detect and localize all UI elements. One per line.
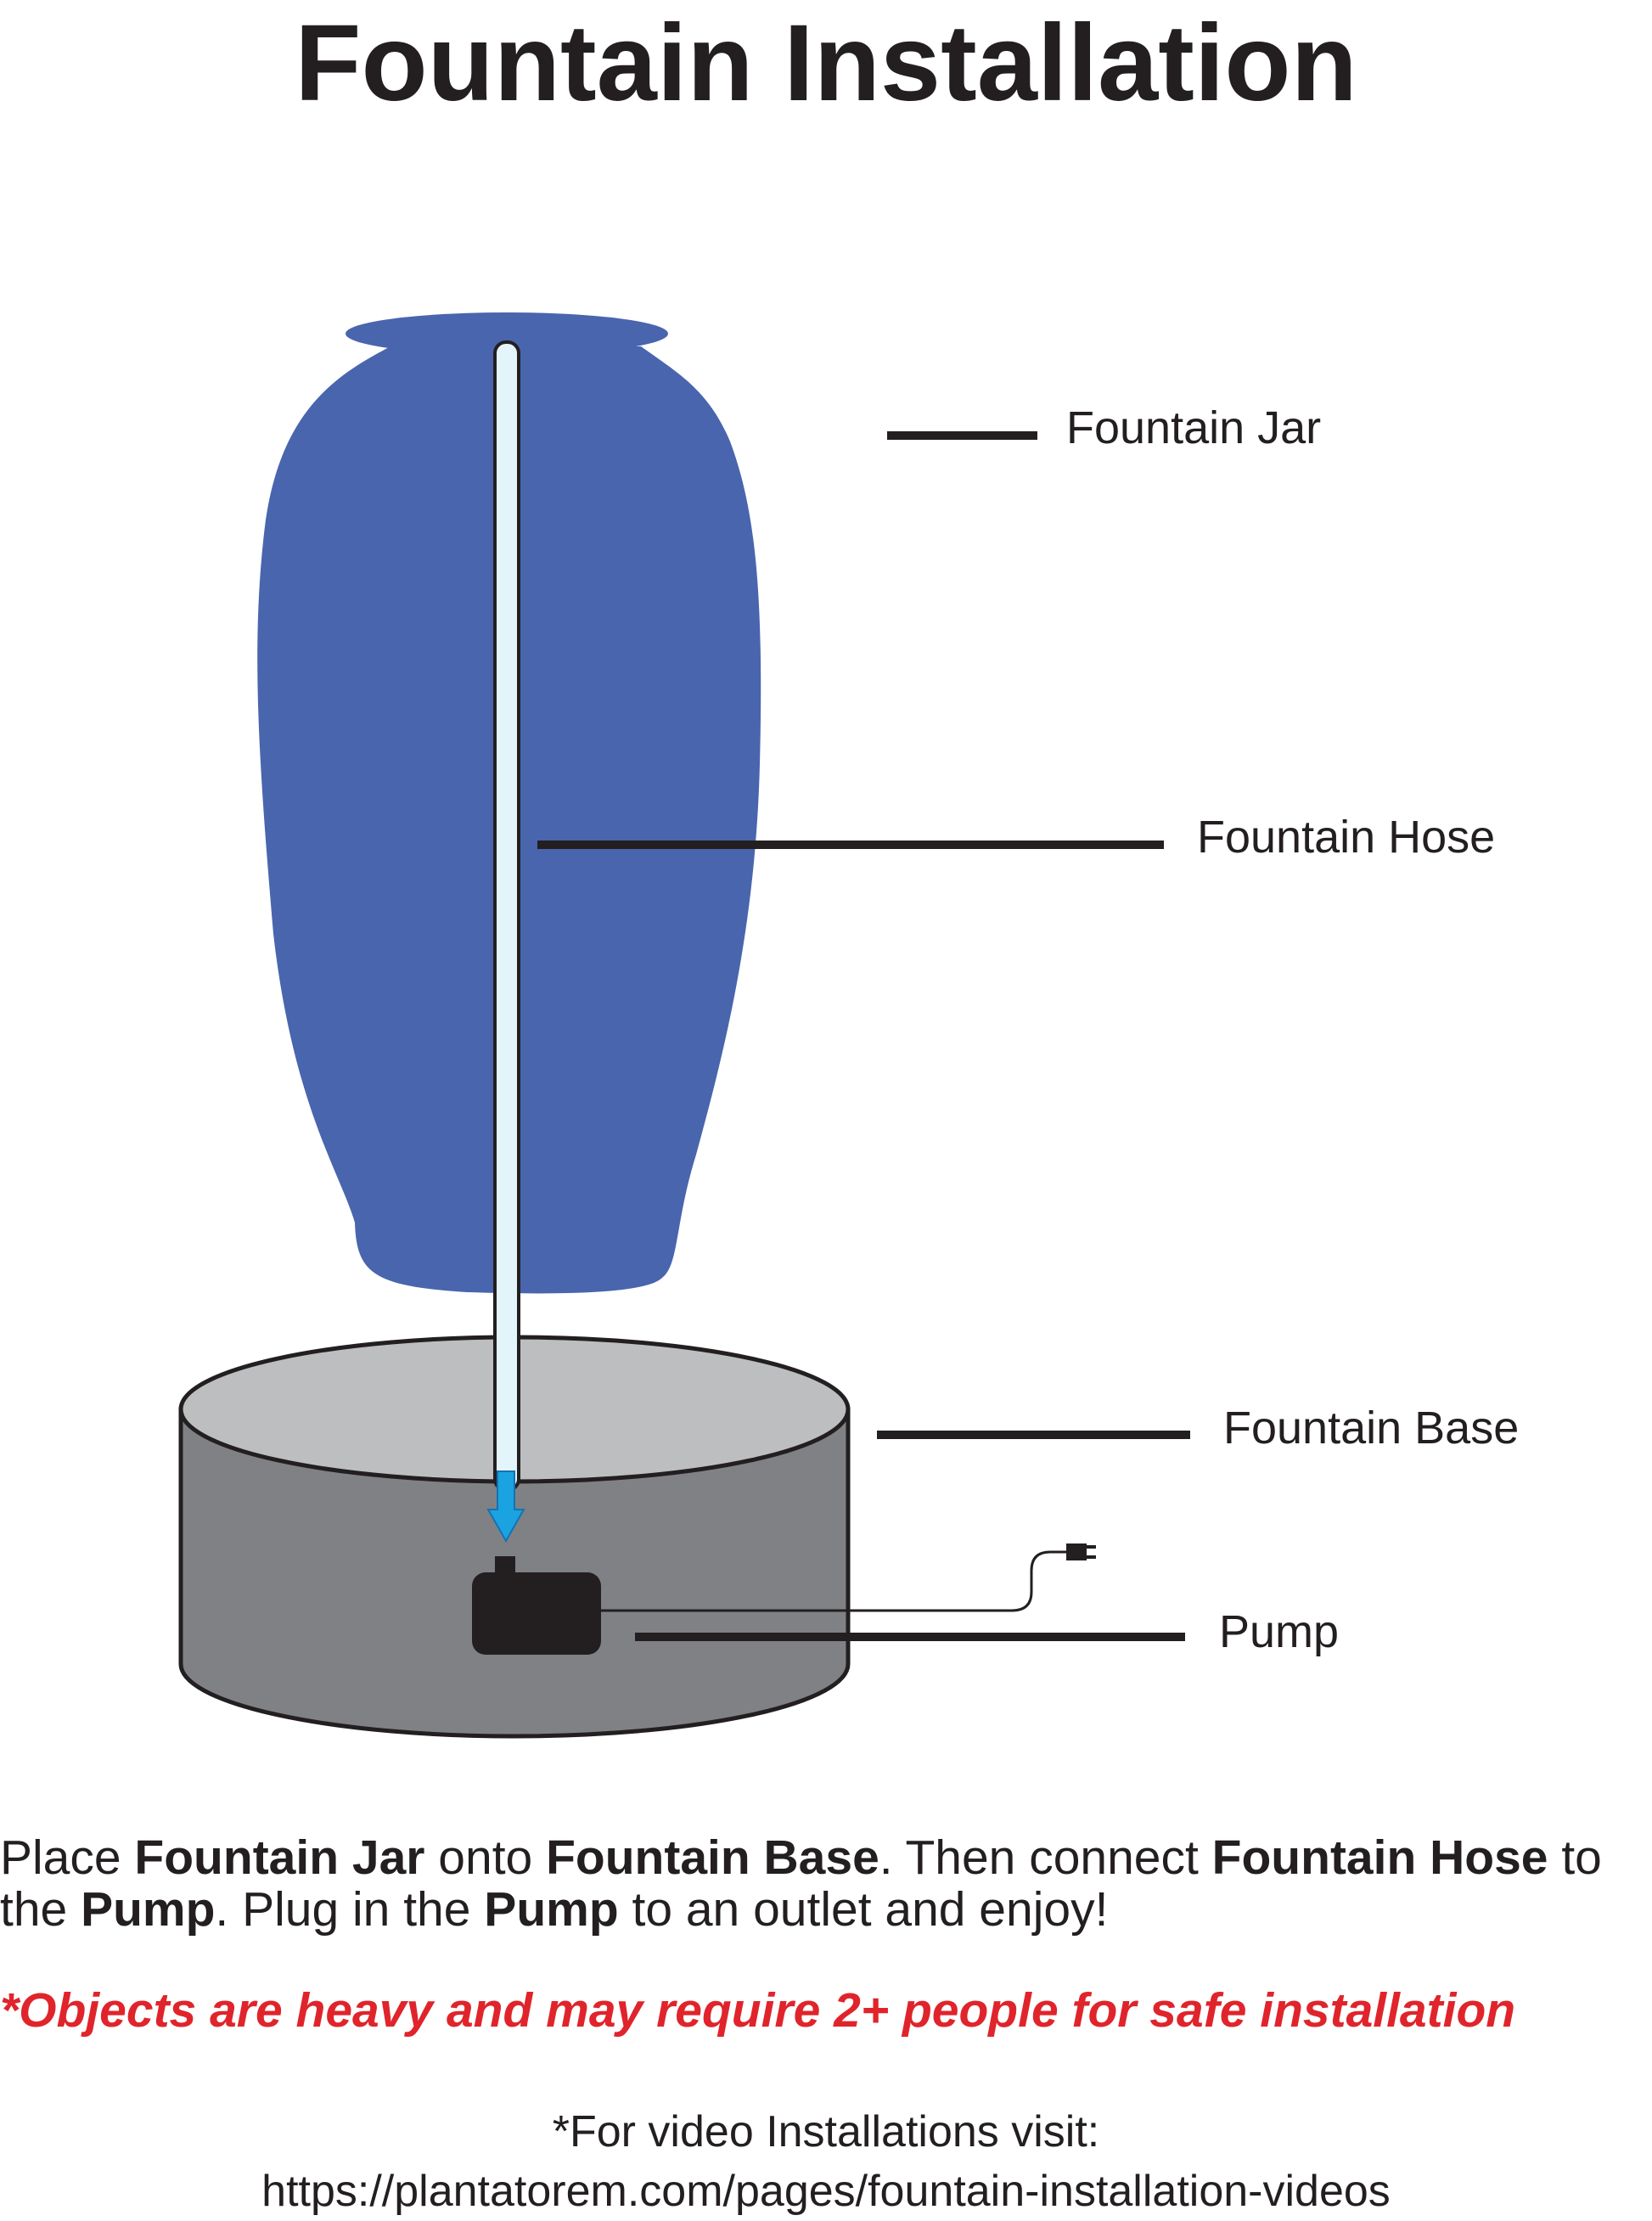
pump-body — [472, 1572, 601, 1655]
power-cord — [601, 1550, 1070, 1612]
instructions-segment: to an outlet and enjoy! — [618, 1882, 1109, 1937]
instructions-segment: onto — [424, 1830, 547, 1885]
flow-arrow-icon — [486, 1470, 525, 1543]
jar-rim — [346, 312, 668, 355]
instructions-bold-base: Fountain Base — [546, 1830, 879, 1885]
hose-tube — [493, 340, 520, 1492]
instructions-segment: . Plug in the — [215, 1882, 485, 1937]
video-url-link[interactable]: https://plantatorem.com/pages/fountain-i… — [261, 2167, 1391, 2216]
instructions-segment: to the — [0, 1830, 1602, 1937]
page-title: Fountain Installation — [295, 3, 1357, 124]
safety-warning: *Objects are heavy and may require 2+ pe… — [0, 1983, 1516, 2038]
pump — [472, 1543, 1096, 1655]
label-fountain-jar: Fountain Jar — [1066, 402, 1321, 453]
fountain-hose — [493, 340, 520, 1492]
instructions-bold-jar: Fountain Jar — [134, 1830, 425, 1885]
instructions-bold-pump: Pump — [484, 1882, 619, 1937]
instructions-bold-hose: Fountain Hose — [1211, 1830, 1548, 1885]
label-pump: Pump — [1219, 1606, 1339, 1657]
label-fountain-base: Fountain Base — [1223, 1403, 1519, 1453]
power-plug-icon — [1066, 1543, 1096, 1560]
instructions-segment: . Then connect — [879, 1830, 1212, 1885]
video-info-heading: *For video Installations visit: — [552, 2107, 1100, 2156]
video-info: *For video Installations visit: https://… — [0, 2102, 1652, 2221]
instructions-text: Place Fountain Jar onto Fountain Base. T… — [0, 1832, 1652, 1936]
instructions-bold-pump: Pump — [81, 1882, 216, 1937]
label-fountain-hose: Fountain Hose — [1197, 812, 1495, 863]
instructions-segment: Place — [0, 1830, 135, 1885]
